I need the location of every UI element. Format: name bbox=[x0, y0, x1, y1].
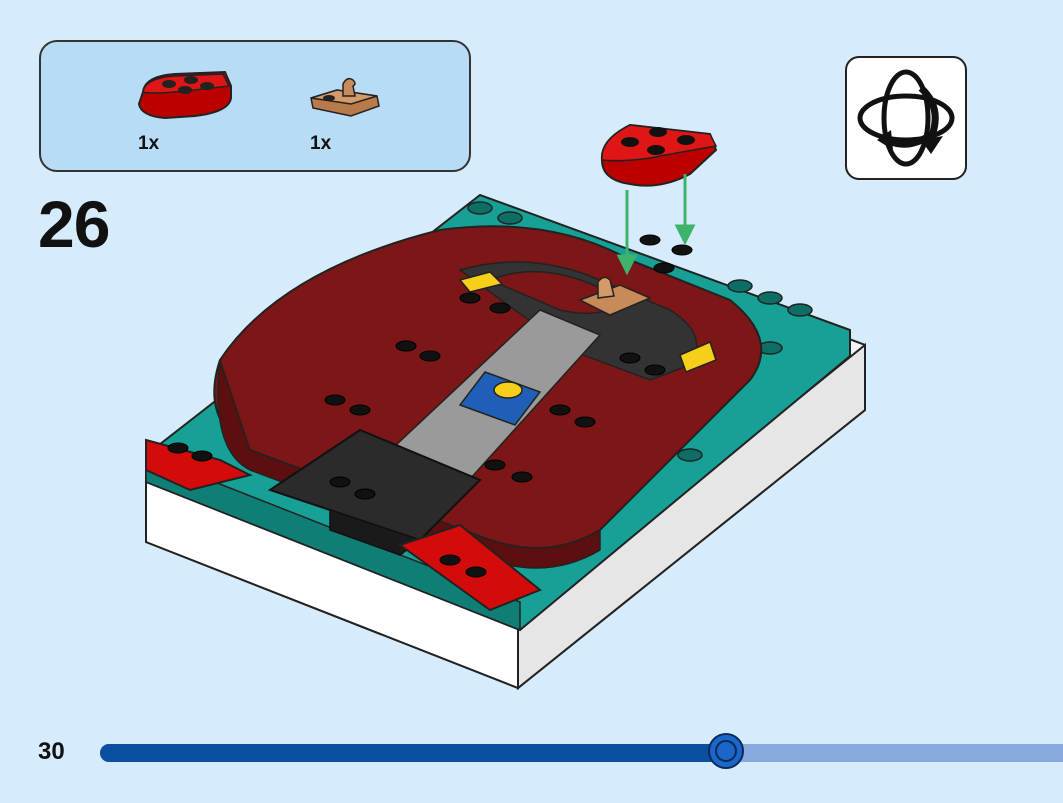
page-number: 30 bbox=[38, 738, 65, 765]
rotate-model-indicator bbox=[845, 56, 967, 180]
progress-fill bbox=[100, 744, 726, 762]
parts-callout: 1x 1x bbox=[39, 40, 471, 172]
progress-knob bbox=[707, 733, 744, 769]
part-quantity: 1x bbox=[138, 133, 160, 154]
step-number: 26 bbox=[38, 187, 110, 261]
progress-bar bbox=[100, 733, 1063, 769]
red-wedge-plate-icon bbox=[137, 70, 232, 120]
rotate-model-icon bbox=[857, 69, 955, 167]
part-quantity: 1x bbox=[310, 133, 332, 154]
tan-clip-plate-icon bbox=[310, 77, 380, 117]
lego-model-illustration bbox=[145, 123, 866, 691]
